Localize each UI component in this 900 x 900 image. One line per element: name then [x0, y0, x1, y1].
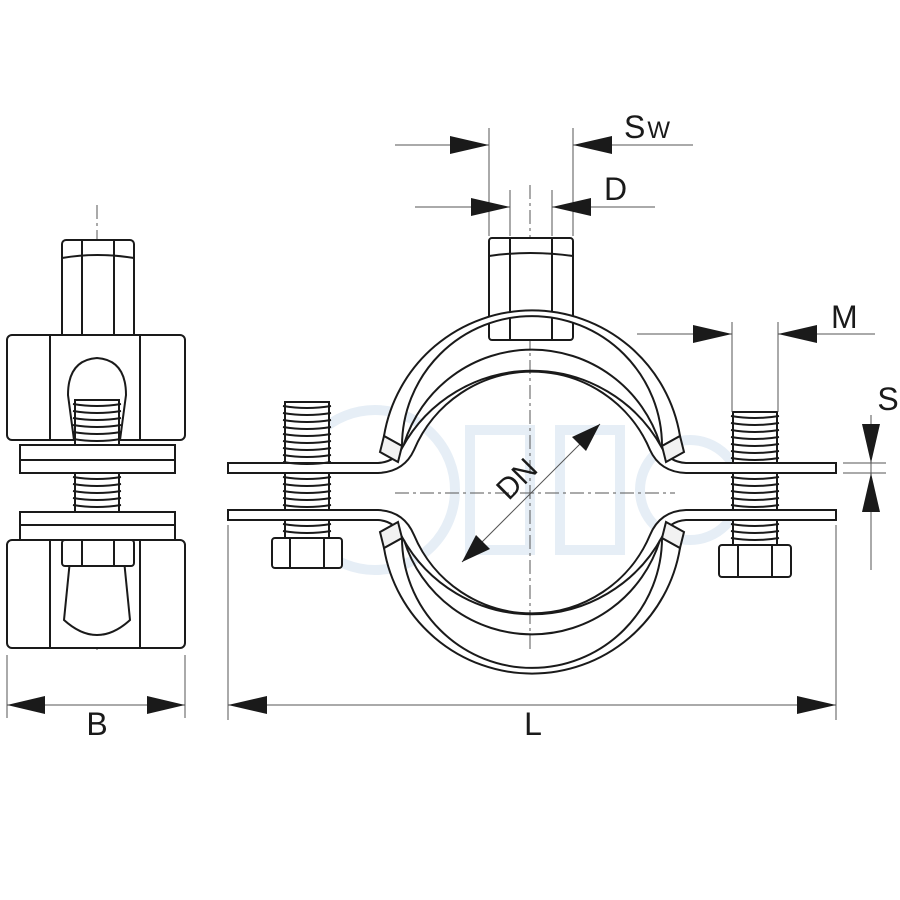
thread-ridge — [282, 476, 332, 480]
thread-ridge — [72, 497, 122, 501]
thread-ridge — [730, 450, 780, 454]
front-hex-nut — [488, 237, 574, 341]
label-sw: SW — [624, 109, 670, 145]
dimension-dn — [461, 423, 601, 563]
dimension-m — [637, 322, 875, 412]
label-dn: DN — [490, 452, 544, 506]
thread-ridge — [72, 410, 122, 414]
thread-ridge — [72, 490, 122, 494]
dimension-l — [227, 525, 837, 720]
thread-ridge — [72, 417, 122, 421]
thread-ridge — [72, 476, 122, 480]
thread-ridge — [282, 461, 332, 465]
thread-ridge — [730, 443, 780, 447]
thread-ridge — [282, 530, 332, 534]
side-lower-clamp — [6, 511, 186, 649]
front-view: DN SW D M — [227, 109, 899, 742]
thread-ridge — [72, 424, 122, 428]
label-m: M — [831, 299, 858, 335]
thread-ridge — [282, 523, 332, 527]
thread-ridge — [282, 447, 332, 451]
left-nut — [271, 537, 343, 569]
thread-ridge — [730, 422, 780, 426]
thread-ridge — [282, 405, 332, 409]
thread-ridge — [72, 483, 122, 487]
thread-ridge — [282, 490, 332, 494]
thread-ridge — [72, 403, 122, 407]
thread-ridge — [730, 490, 780, 494]
thread-ridge — [282, 419, 332, 423]
lower-clamp-band — [227, 509, 837, 675]
thread-ridge — [730, 436, 780, 440]
thread-core — [74, 399, 120, 446]
thread-core — [284, 519, 330, 539]
right-nut — [718, 544, 792, 578]
thread-ridge — [282, 504, 332, 508]
thread-core — [284, 401, 330, 464]
label-sw-main: S — [624, 109, 645, 145]
label-l: L — [524, 706, 542, 742]
thread-ridge — [730, 415, 780, 419]
dimension-sw — [395, 128, 693, 236]
thread-ridge — [730, 497, 780, 501]
dimension-s — [843, 415, 886, 570]
thread-ridge — [730, 504, 780, 508]
side-hex-nut — [61, 239, 135, 346]
thread-ridge — [282, 497, 332, 501]
thread-ridge — [72, 438, 122, 442]
thread-ridge — [282, 454, 332, 458]
left-bolt — [271, 401, 343, 569]
thread-ridge — [282, 440, 332, 444]
thread-ridge — [282, 433, 332, 437]
thread-ridge — [282, 483, 332, 487]
thread-ridge — [730, 483, 780, 487]
thread-ridge — [730, 476, 780, 480]
label-b: B — [86, 706, 107, 742]
label-d: D — [604, 171, 627, 207]
thread-ridge — [72, 431, 122, 435]
label-s: S — [877, 381, 898, 417]
dimension-d — [415, 190, 655, 236]
thread-ridge — [730, 429, 780, 433]
thread-ridge — [730, 537, 780, 541]
side-view: B — [6, 205, 186, 742]
thread-ridge — [72, 504, 122, 508]
thread-ridge — [282, 412, 332, 416]
thread-ridge — [282, 426, 332, 430]
thread-ridge — [730, 530, 780, 534]
right-bolt — [718, 411, 792, 578]
thread-ridge — [730, 523, 780, 527]
thread-ridge — [730, 457, 780, 461]
upper-clamp-band — [227, 309, 837, 474]
dimension-b — [6, 655, 186, 718]
label-sw-sub: W — [647, 117, 670, 144]
